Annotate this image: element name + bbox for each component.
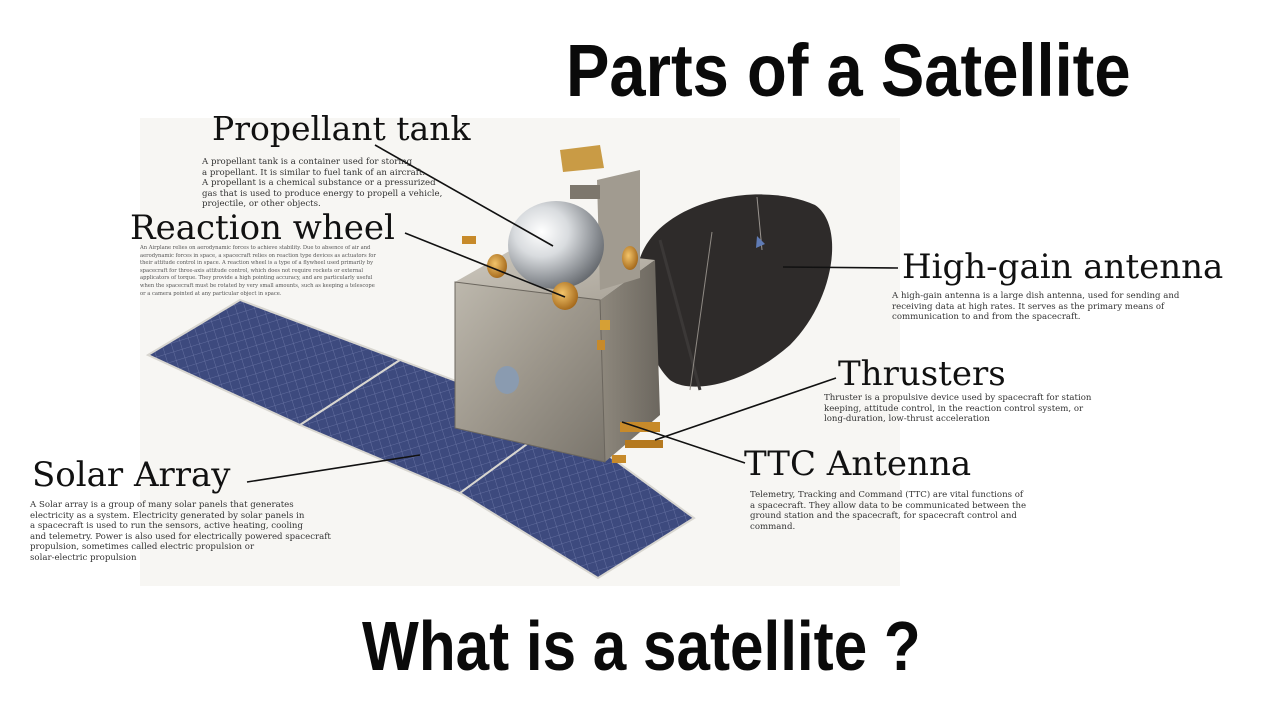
solar-array-leader xyxy=(246,454,421,483)
thrusters-leader xyxy=(654,377,837,441)
high-gain-antenna-label: High-gain antenna xyxy=(902,247,1224,287)
propellant-tank-leader xyxy=(374,144,554,247)
solar-array-label: Solar Array xyxy=(32,455,231,495)
solar-array-panels xyxy=(145,298,696,580)
solar-array-description: A Solar array is a group of many solar p… xyxy=(30,500,331,563)
ttc-antenna-description: Telemetry, Tracking and Command (TTC) ar… xyxy=(750,490,1027,532)
propellant-tank-description: A propellant tank is a container used fo… xyxy=(202,157,443,210)
high-gain-dish xyxy=(637,194,833,391)
reaction-wheel-description: An Airplane relies on aerodynamic forces… xyxy=(140,245,376,297)
page-subtitle: What is a satellite ? xyxy=(362,607,921,685)
ttc-antenna-label: TTC Antenna xyxy=(744,444,972,484)
thrusters-label: Thrusters xyxy=(838,354,1006,394)
thrusters-description: Thruster is a propulsive device used by … xyxy=(824,393,1092,425)
page-title: Parts of a Satellite xyxy=(566,29,1131,112)
high-gain-antenna-leader xyxy=(782,266,899,269)
reaction-wheel-label: Reaction wheel xyxy=(130,208,395,248)
propellant-tank-shape xyxy=(508,201,604,289)
propellant-tank-label: Propellant tank xyxy=(212,109,471,148)
reaction-wheel-leader xyxy=(404,232,566,298)
leader-lines xyxy=(246,144,899,483)
high-gain-antenna-description: A high-gain antenna is a large dish ante… xyxy=(892,291,1180,323)
ttc-antenna-leader xyxy=(621,421,746,464)
